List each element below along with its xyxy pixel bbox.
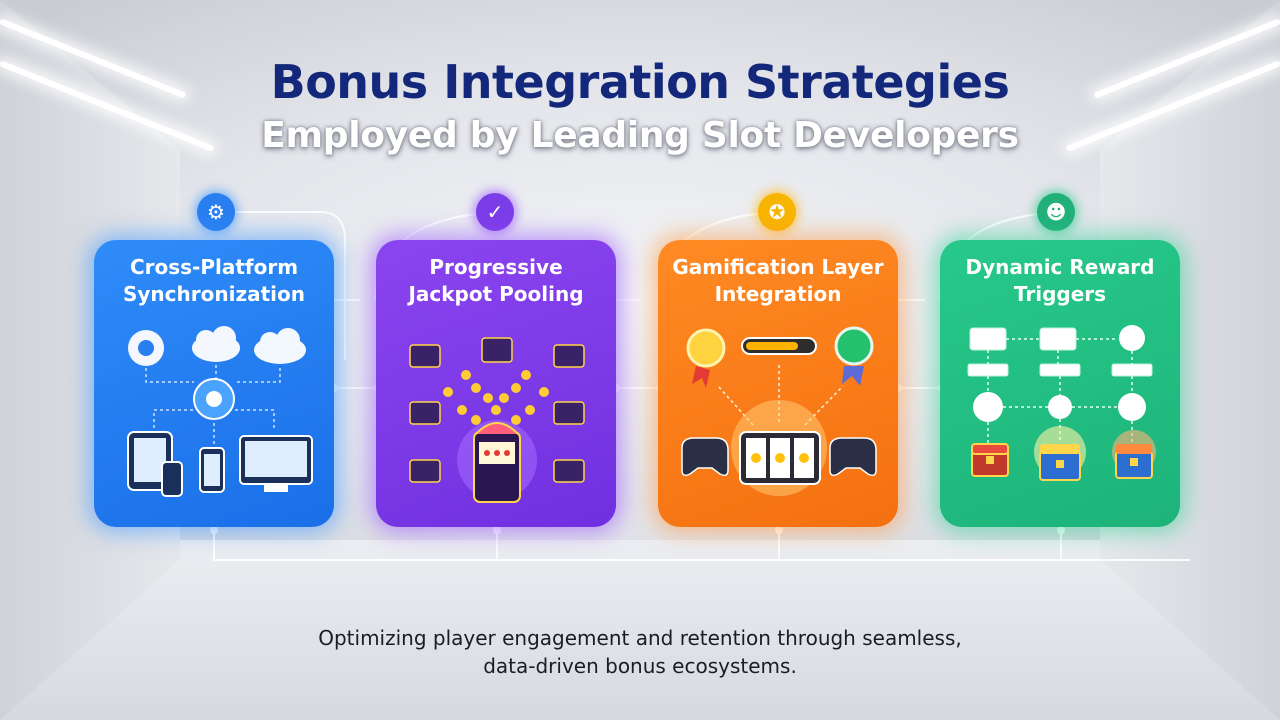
page-subtitle-heading: Employed by Leading Slot Developers: [261, 115, 1019, 156]
card-dynamic-reward[interactable]: Dynamic Reward Triggers: [940, 240, 1180, 527]
footer-subtitle-line1: Optimizing player engagement and retenti…: [318, 626, 962, 650]
page-title: Bonus Integration Strategies: [270, 55, 1010, 109]
card-title: Cross-Platform Synchronization: [122, 255, 305, 306]
card-title: Dynamic Reward Triggers: [965, 255, 1155, 306]
reward-trigger-illustration: [967, 325, 1156, 481]
medal-icon: ✪: [758, 193, 796, 231]
card-title: Gamification Layer Integration: [672, 255, 884, 306]
sync-illustration: [127, 326, 313, 497]
card-gamification[interactable]: Gamification Layer Integration: [658, 240, 898, 527]
card-cross-platform[interactable]: Cross-Platform Synchronization: [94, 240, 334, 527]
avatar-icon: ☻: [1037, 193, 1075, 231]
gear-check-icon: ✓: [476, 193, 514, 231]
card-title: Progressive Jackpot Pooling: [408, 255, 584, 306]
gear-icon: ⚙: [197, 193, 235, 231]
jackpot-illustration: [409, 337, 585, 503]
footer-subtitle: Optimizing player engagement and retenti…: [0, 624, 1280, 680]
card-progressive-jackpot[interactable]: Progressive Jackpot Pooling: [376, 240, 616, 527]
footer-subtitle-line2: data-driven bonus ecosystems.: [483, 654, 797, 678]
gamification-illustration: [681, 326, 877, 496]
floor: [0, 540, 1280, 720]
